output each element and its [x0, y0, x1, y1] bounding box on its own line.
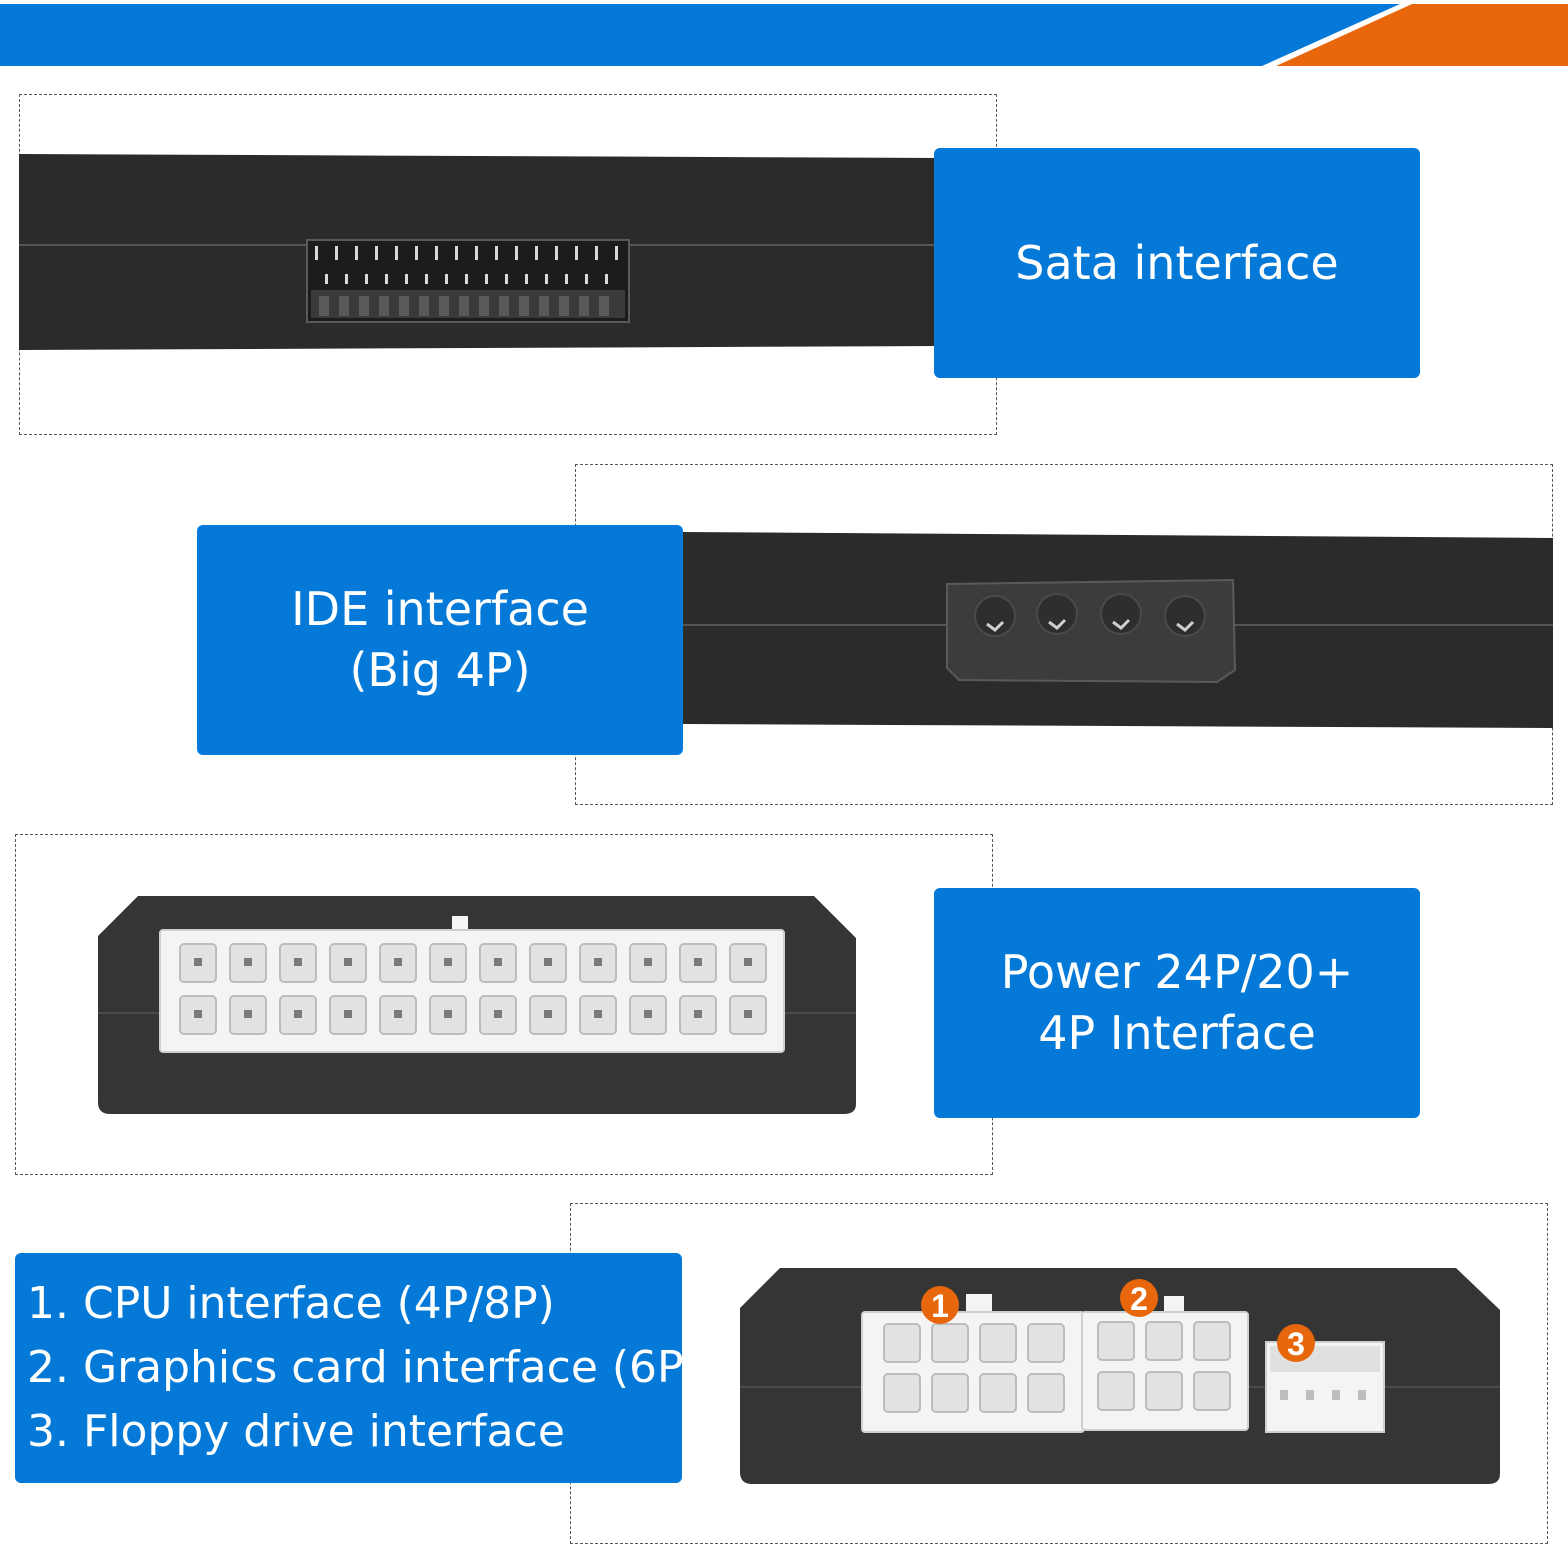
sata-label-text: Sata interface [1015, 235, 1339, 290]
power24-label-line2: 4P Interface [1038, 1006, 1316, 1060]
ide-connector-image [683, 532, 1553, 728]
cpu-interface-line: 1. CPU interface (4P/8P) [27, 1278, 555, 1329]
ide-label-line2: (Big 4P) [349, 643, 531, 697]
multi-connector-image: 1 2 3 [740, 1268, 1500, 1484]
power24-connector-image [98, 896, 856, 1114]
multi-interface-label: 1. CPU interface (4P/8P) 2. Graphics car… [15, 1253, 701, 1483]
top-banner [0, 4, 1568, 66]
power24-label-line1: Power 24P/20+ [1000, 945, 1354, 999]
ide-interface-label: IDE interface (Big 4P) [197, 525, 683, 755]
sata-connector-image [19, 154, 939, 350]
sata-interface-label: Sata interface [934, 148, 1420, 378]
gpu-interface-line: 2. Graphics card interface (6P) [27, 1342, 701, 1393]
badge-3: 3 [1287, 1326, 1305, 1362]
power24-interface-label: Power 24P/20+ 4P Interface [934, 888, 1420, 1118]
ide-label-line1: IDE interface [291, 582, 589, 636]
floppy-interface-line: 3. Floppy drive interface [27, 1406, 565, 1457]
badge-1: 1 [931, 1288, 949, 1324]
badge-2: 2 [1130, 1281, 1148, 1317]
